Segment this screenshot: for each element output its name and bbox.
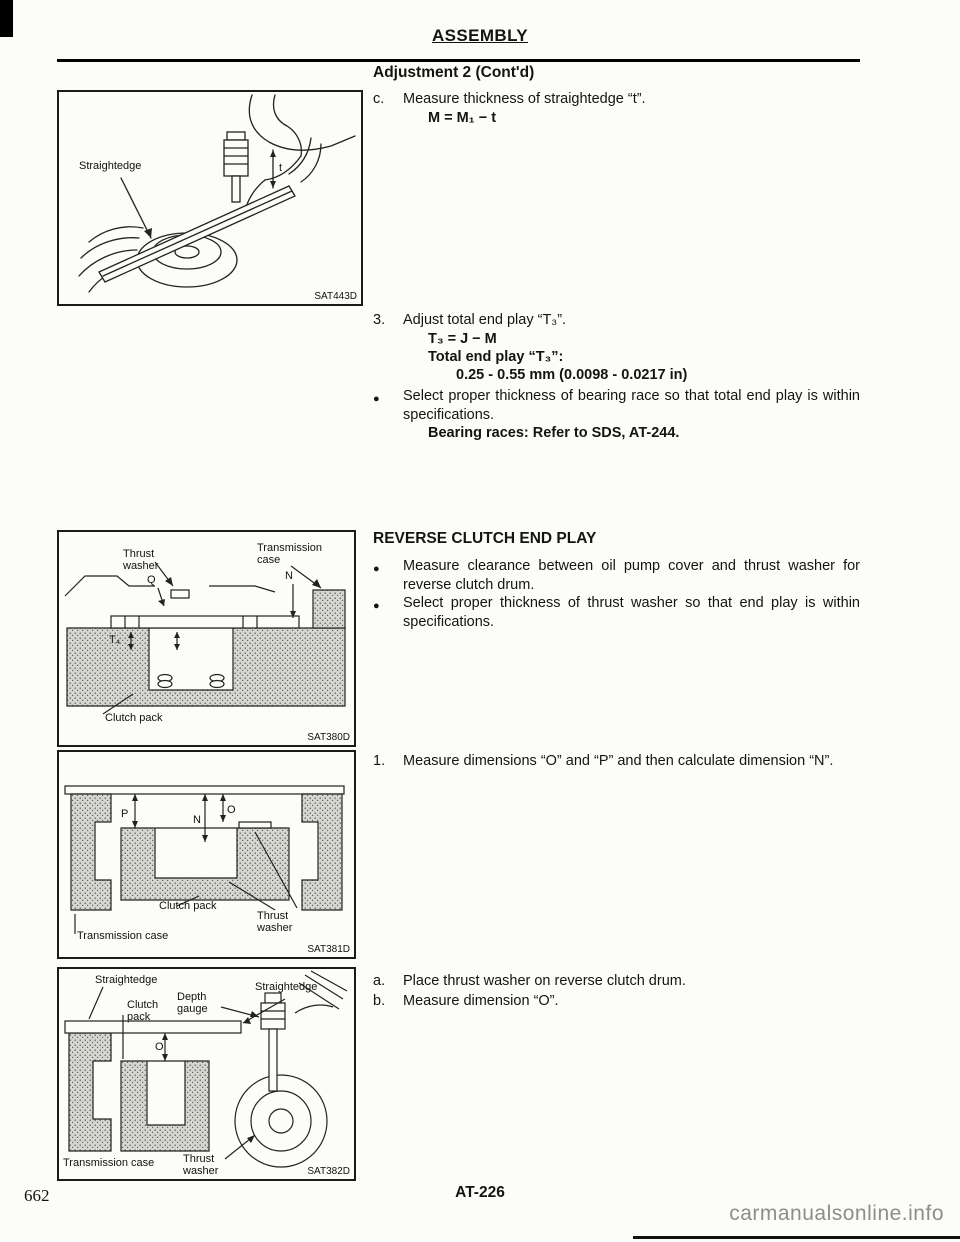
- fig4-label-o-dim: O: [155, 1041, 164, 1053]
- fig4-label-thrust-washer: Thrust washer: [183, 1153, 219, 1177]
- bottom-rule: [633, 1236, 960, 1239]
- page-number: 662: [24, 1186, 50, 1205]
- fig2-label-q-dim: Q: [147, 574, 156, 586]
- step-b-text: Measure dimension “O”.: [403, 993, 559, 1009]
- step-3-marker: 3.: [373, 312, 386, 328]
- watermark: carmanualsonline.info: [729, 1202, 944, 1225]
- figure-reverse-clutch-section: Thrust washer Transmission case N Q T₄ C…: [57, 530, 356, 747]
- formula-t3: T₃ = J − M: [428, 331, 497, 347]
- fig2-code: SAT380D: [307, 732, 350, 743]
- figure-straightedge-micrometer: Straightedge t SAT443D: [57, 90, 363, 306]
- fig4-label-straightedge-right: Straightedge: [255, 981, 318, 993]
- step-1-marker: 1.: [373, 753, 386, 769]
- step-a-marker: a.: [373, 973, 386, 989]
- bullet-icon: ●: [373, 563, 380, 575]
- figure1-drawing: [78, 94, 356, 293]
- fig3-label-clutch-pack: Clutch pack: [159, 900, 217, 912]
- bearing-races-note: Bearing races: Refer to SDS, AT-244.: [428, 425, 680, 441]
- figure4-drawing: [64, 970, 348, 1168]
- section-title-reverse-clutch: REVERSE CLUTCH END PLAY: [373, 530, 597, 547]
- bullet-measure-clearance-text: Measure clearance between oil pump cover…: [403, 558, 860, 593]
- fig1-code: SAT443D: [314, 291, 357, 302]
- fig1-label-t-dim: t: [279, 162, 283, 174]
- bullet-select-thrust: ● Select proper thickness of thrust wash…: [373, 594, 860, 631]
- step-a-text: Place thrust washer on reverse clutch dr…: [403, 973, 686, 989]
- fig2-label-clutch-pack: Clutch pack: [105, 712, 163, 724]
- step-c: c. Measure thickness of straightedge “t”…: [373, 90, 860, 109]
- figure3-drawing: [64, 785, 345, 934]
- figure-dimension-section: P N O Clutch pack Thrust washer Transmis…: [57, 750, 356, 959]
- step-1-text: Measure dimensions “O” and “P” and then …: [403, 753, 834, 769]
- bullet-select-thrust-text: Select proper thickness of thrust washer…: [403, 595, 860, 630]
- fig4-label-clutch-pack: Clutch pack: [127, 999, 159, 1023]
- step-c-text: Measure thickness of straightedge “t”.: [403, 91, 646, 107]
- formula-m: M = M₁ − t: [428, 110, 497, 126]
- bullet-bearing-race-text: Select proper thickness of bearing race …: [403, 388, 860, 423]
- step-1: 1. Measure dimensions “O” and “P” and th…: [373, 752, 860, 771]
- bullet-icon: ●: [373, 600, 380, 612]
- fig4-label-depth-gauge: Depth gauge: [177, 991, 208, 1015]
- figure2-drawing: [64, 561, 346, 715]
- total-end-play-value: 0.25 - 0.55 mm (0.0098 - 0.0217 in): [456, 367, 688, 383]
- fig3-label-transmission-case: Transmission case: [77, 930, 169, 942]
- step-c-marker: c.: [373, 91, 385, 107]
- fig2-label-t4-dim: T₄: [109, 634, 121, 646]
- fig3-label-thrust-washer: Thrust washer: [257, 910, 293, 934]
- fig3-label-p-dim: P: [121, 808, 129, 820]
- fig2-label-n-dim: N: [285, 570, 293, 582]
- fig4-label-transmission-case: Transmission case: [63, 1157, 155, 1169]
- bullet-bearing-race: ● Select proper thickness of bearing rac…: [373, 387, 860, 424]
- step-3-text: Adjust total end play “T₃”.: [403, 312, 567, 328]
- scan-corner-mark: [0, 0, 13, 37]
- bullet-measure-clearance: ● Measure clearance between oil pump cov…: [373, 557, 860, 594]
- fig2-label-thrust-washer: Thrust washer: [123, 548, 159, 572]
- fig4-label-straightedge-left: Straightedge: [95, 974, 158, 986]
- step-b: b. Measure dimension “O”.: [373, 992, 860, 1011]
- fig3-code: SAT381D: [307, 944, 350, 955]
- section-subheader: Adjustment 2 (Cont'd): [373, 64, 535, 81]
- step-3: 3. Adjust total end play “T₃”.: [373, 311, 860, 330]
- fig3-label-o-dim: O: [227, 804, 236, 816]
- total-end-play-label: Total end play “T₃”:: [428, 349, 564, 365]
- header-rule: [57, 59, 860, 62]
- fig3-label-n-dim: N: [193, 814, 201, 826]
- step-a: a. Place thrust washer on reverse clutch…: [373, 972, 860, 991]
- doc-code: AT-226: [455, 1184, 505, 1201]
- fig1-label-straightedge: Straightedge: [79, 160, 142, 172]
- fig4-code: SAT382D: [307, 1166, 350, 1177]
- page-header: ASSEMBLY: [431, 26, 529, 45]
- fig2-label-transmission-case: Transmission case: [257, 542, 322, 566]
- step-b-marker: b.: [373, 993, 386, 1009]
- figure-depth-gauge-measure: Straightedge Clutch pack Depth gauge Str…: [57, 967, 356, 1181]
- bullet-icon: ●: [373, 393, 380, 405]
